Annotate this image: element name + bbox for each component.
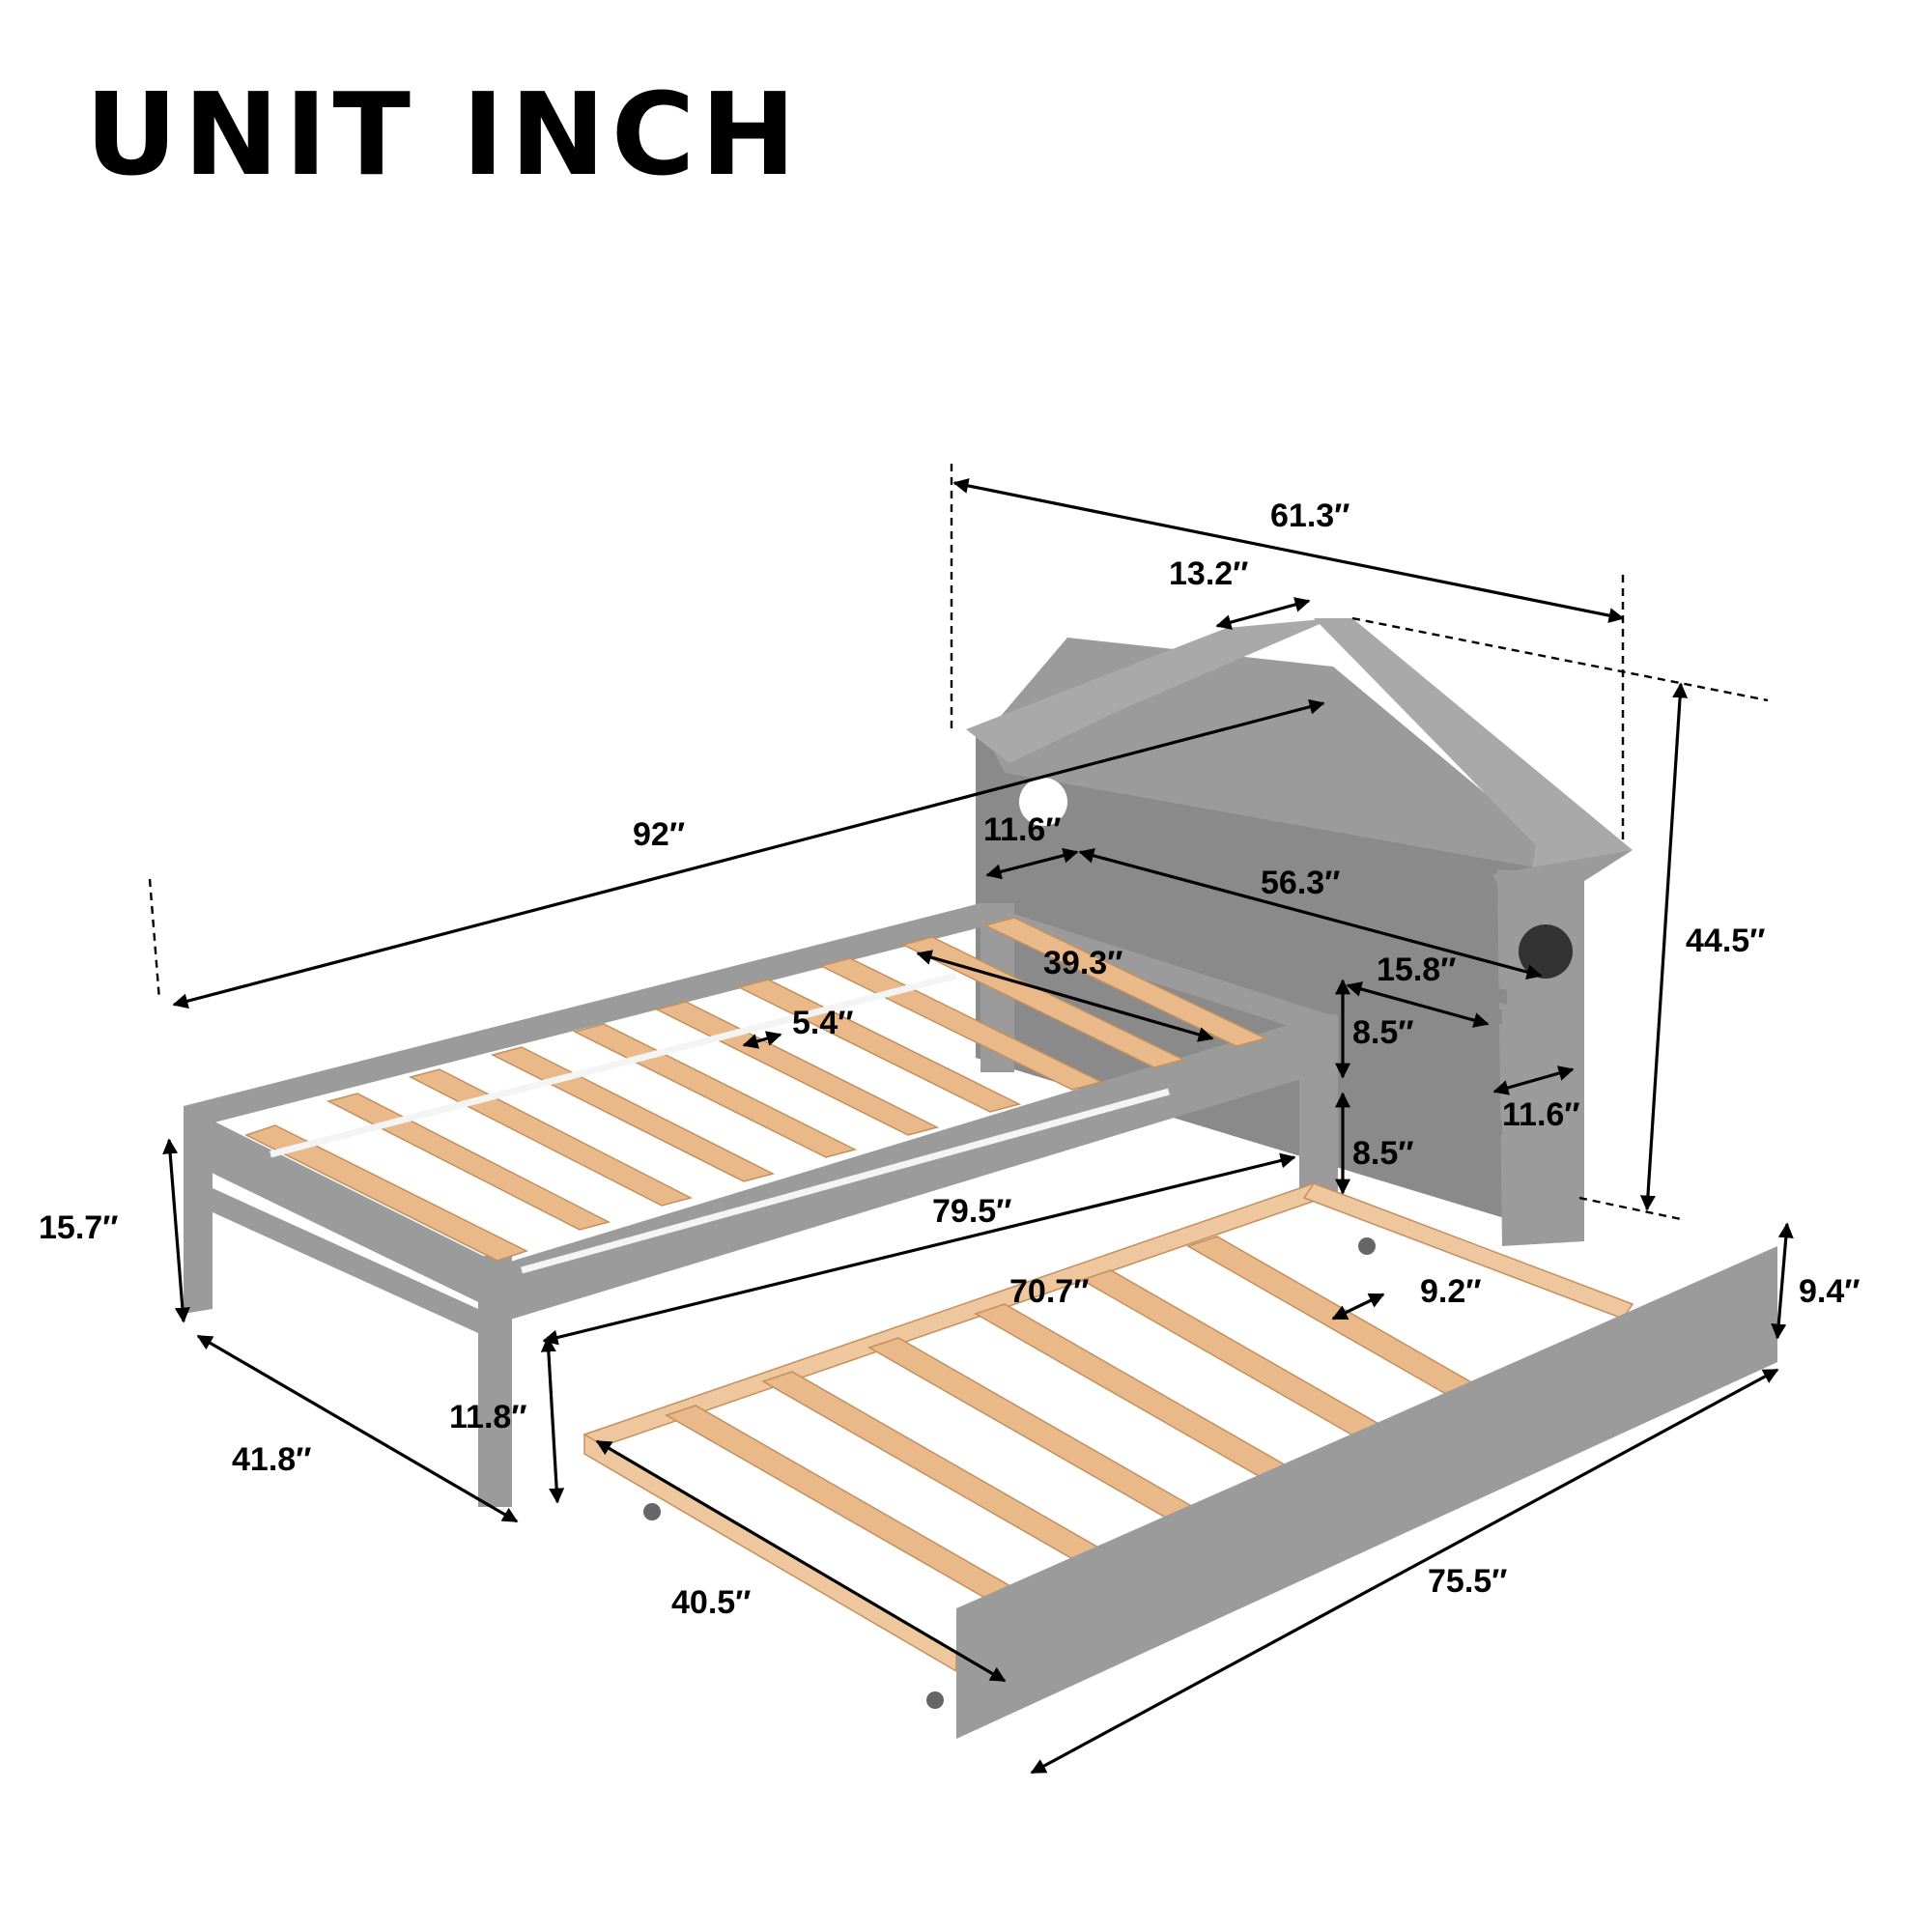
trundle-inner-length-label: 70.7″: [1009, 1273, 1089, 1310]
caster-wheel-icon: [643, 1503, 661, 1520]
bed-length-label: 92″: [633, 816, 685, 853]
shelf-height-upper-label: 8.5″: [1352, 1014, 1414, 1051]
headboard-inner-width-label: 56.3″: [1261, 865, 1340, 901]
trundle-slat-gap-label: 9.2″: [1420, 1273, 1482, 1310]
dimension-arrows: [162, 478, 1794, 1775]
shelf-depth-label: 11.6″: [1502, 1096, 1580, 1133]
bed-width-label: 41.8″: [232, 1441, 311, 1478]
dimension-labels: 61.3″ 13.2″ 92″ 11.6″ 56.3″ 39.3″ 5.4″ 1…: [39, 497, 1861, 1621]
overall-height-label: 44.5″: [1686, 923, 1765, 959]
caster-wheel-icon: [1358, 1237, 1376, 1255]
under-bed-clearance-label: 11.8″: [449, 1399, 527, 1435]
caster-wheel-icon: [926, 1691, 944, 1709]
trundle-width-label: 40.5″: [671, 1584, 751, 1621]
rail-length-label: 79.5″: [932, 1193, 1011, 1230]
overall-width-label: 61.3″: [1270, 497, 1350, 534]
headboard-depth-label: 11.6″: [983, 811, 1062, 848]
roof-depth-label: 13.2″: [1169, 555, 1248, 592]
trundle-height-label: 9.4″: [1799, 1273, 1861, 1310]
slat-gap-label: 5.4″: [792, 1005, 854, 1041]
slat-length-label: 39.3″: [1043, 945, 1122, 981]
trundle-length-label: 75.5″: [1428, 1563, 1507, 1600]
shelf-height-lower-label: 8.5″: [1352, 1135, 1414, 1172]
shelf-width-label: 15.8″: [1377, 952, 1456, 988]
page-title: UNIT INCH: [85, 68, 803, 201]
trundle: [582, 1182, 1777, 1739]
frame-height-label: 15.7″: [39, 1209, 118, 1246]
